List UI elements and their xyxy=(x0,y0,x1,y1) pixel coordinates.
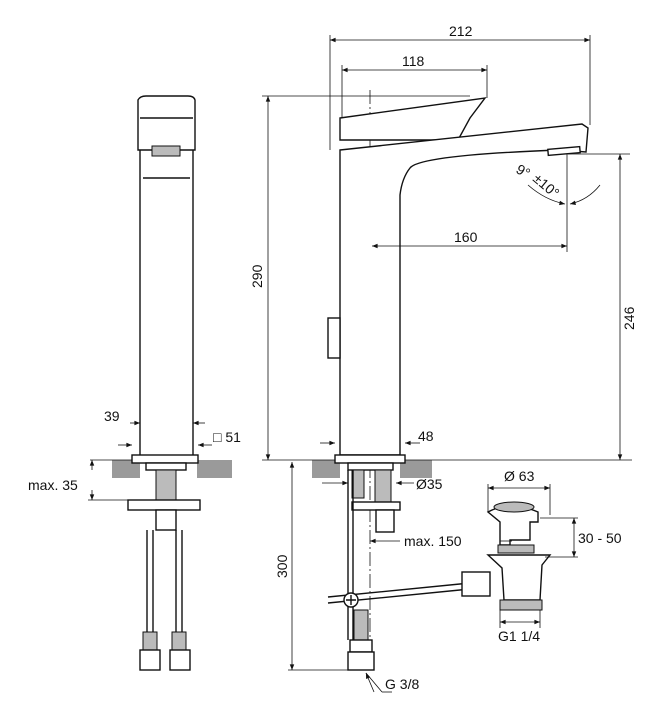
dim-lever-width: 118 xyxy=(402,53,425,69)
dim-drain-distance: max. 150 xyxy=(404,533,462,549)
dim-hole-diameter: Ø35 xyxy=(416,476,443,492)
dim-hose-length: 300 xyxy=(274,554,290,578)
dim-body-width: 39 xyxy=(104,408,120,424)
dim-spout-reach: 160 xyxy=(454,229,478,245)
dim-angle-range: ±10° xyxy=(530,170,562,201)
dim-drain-height: 30 - 50 xyxy=(578,530,622,546)
side-view: 39 □ 51 max. 35 xyxy=(28,95,241,671)
dim-drain-thread: G1 1/4 xyxy=(498,628,540,644)
dim-base-square: □ 51 xyxy=(213,429,241,445)
dim-base-diameter: 48 xyxy=(418,428,434,444)
dim-hose-thread: G 3/8 xyxy=(385,676,419,692)
dim-total-height: 290 xyxy=(249,264,265,288)
front-view: 212 118 290 246 160 9° ±10° 48 Ø35 300 G… xyxy=(249,23,637,693)
dim-angle-tilt: 9° xyxy=(514,161,534,182)
dim-max-thickness: max. 35 xyxy=(28,477,78,493)
dim-spout-height: 246 xyxy=(621,306,637,330)
dim-overall-width: 212 xyxy=(449,23,473,39)
dim-drain-diameter: Ø 63 xyxy=(504,468,535,484)
